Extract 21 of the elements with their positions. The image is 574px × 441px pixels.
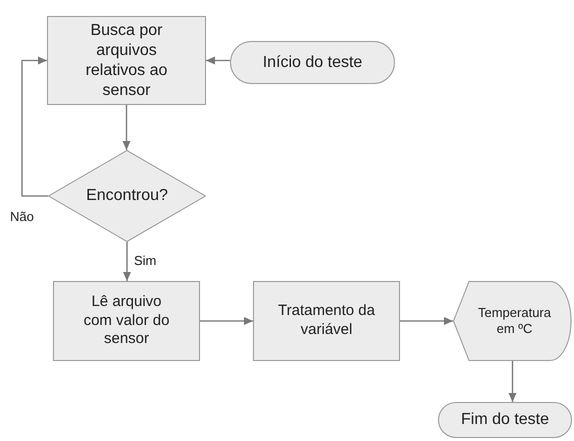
node-text: Lê arquivo com valor do sensor — [82, 292, 170, 350]
node-text: Início do teste — [262, 52, 362, 72]
decision-diamond — [48, 150, 206, 242]
arrow — [200, 317, 253, 325]
process-box — [47, 16, 206, 105]
node-text: Encontrou? — [86, 186, 168, 206]
arrow — [122, 105, 130, 150]
node-text: Temperatura em ºC — [477, 304, 552, 338]
node-text: Fim do teste — [460, 410, 550, 430]
node-text: Tratamento da variável — [277, 302, 376, 340]
arrow — [206, 56, 230, 64]
display-shape — [453, 281, 572, 361]
arrow — [21, 56, 48, 197]
arrow — [123, 242, 131, 281]
arrow — [508, 361, 516, 402]
node-text: Busca por arquivos relativos ao sensor — [84, 20, 168, 100]
terminal-shape — [438, 402, 572, 438]
arrow — [400, 317, 453, 325]
process-box — [253, 281, 400, 361]
terminal-shape — [230, 41, 395, 84]
process-box — [53, 281, 200, 361]
